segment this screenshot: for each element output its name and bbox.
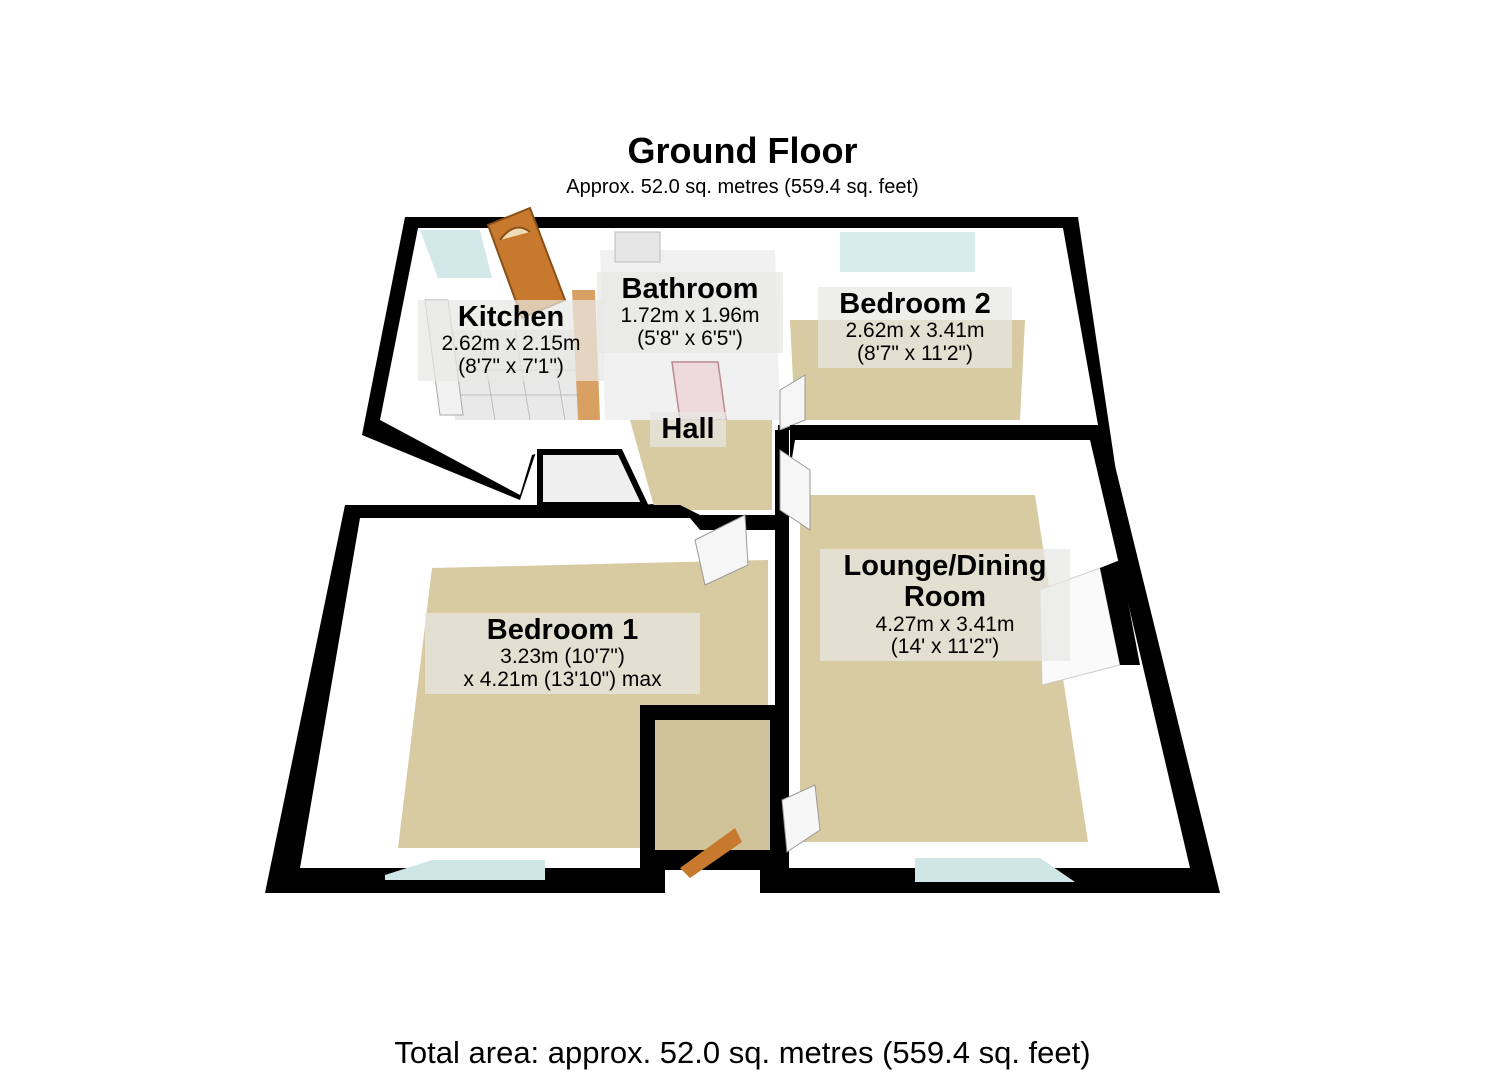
room-name: Bedroom 1 [486,614,639,646]
bedroom2-door [779,374,806,431]
room-label-bedroom1: Bedroom 1 3.23m (10'7") x 4.21m (13'10")… [425,613,700,694]
lounge-window [915,858,1075,882]
room-label-lounge: Lounge/Dining Room 4.27m x 3.41m (14' x … [820,549,1070,661]
room-dimension-metric: 2.62m x 2.15m [441,332,581,356]
closet-floor [655,720,770,850]
closet-door [680,828,742,878]
room-name: Hall [661,413,715,445]
chimney-black [1100,560,1140,665]
bathroom-window [614,231,661,263]
lounge-door-top [779,449,811,531]
room-name-line2: Room [903,581,987,614]
room-dimension-metric: 3.23m (10'7") [500,645,625,669]
room-label-kitchen: Kitchen 2.62m x 2.15m (8'7" x 7'1") [418,300,604,381]
floor-area-subtitle: Approx. 52.0 sq. metres (559.4 sq. feet) [566,176,919,198]
bedroom2-window [840,232,975,272]
lounge-door-bottom [781,784,821,853]
room-dimension-metric: 2.62m x 3.41m [845,319,985,343]
room-dimension-imperial: (5'8" x 6'5") [637,326,743,350]
bedroom1-door [694,514,749,586]
room-label-hall: Hall [650,412,726,448]
room-dimension-metric: 1.72m x 1.96m [620,304,760,328]
room-dimension-imperial: x 4.21m (13'10") max [463,667,662,691]
room-name: Kitchen [457,301,565,333]
front-door-fanlight-icon [499,226,531,241]
total-area-footer: Total area: approx. 52.0 sq. metres (559… [394,1035,1091,1070]
bedroom1-window [385,860,545,880]
kitchen-window [420,230,492,278]
room-name: Bathroom [621,273,759,305]
room-dimension-metric: 4.27m x 3.41m [875,612,1015,636]
room-label-bedroom2: Bedroom 2 2.62m x 3.41m (8'7" x 11'2") [818,287,1012,368]
floor-title: Ground Floor [627,130,858,171]
room-dimension-imperial: (8'7" x 7'1") [458,354,564,378]
room-dimension-imperial: (8'7" x 11'2") [857,341,973,365]
room-name-line1: Lounge/Dining [843,550,1047,582]
room-name: Bedroom 2 [839,288,991,320]
room-dimension-imperial: (14' x 11'2") [890,635,1000,659]
room-label-bathroom: Bathroom 1.72m x 1.96m (5'8" x 6'5") [597,272,783,353]
